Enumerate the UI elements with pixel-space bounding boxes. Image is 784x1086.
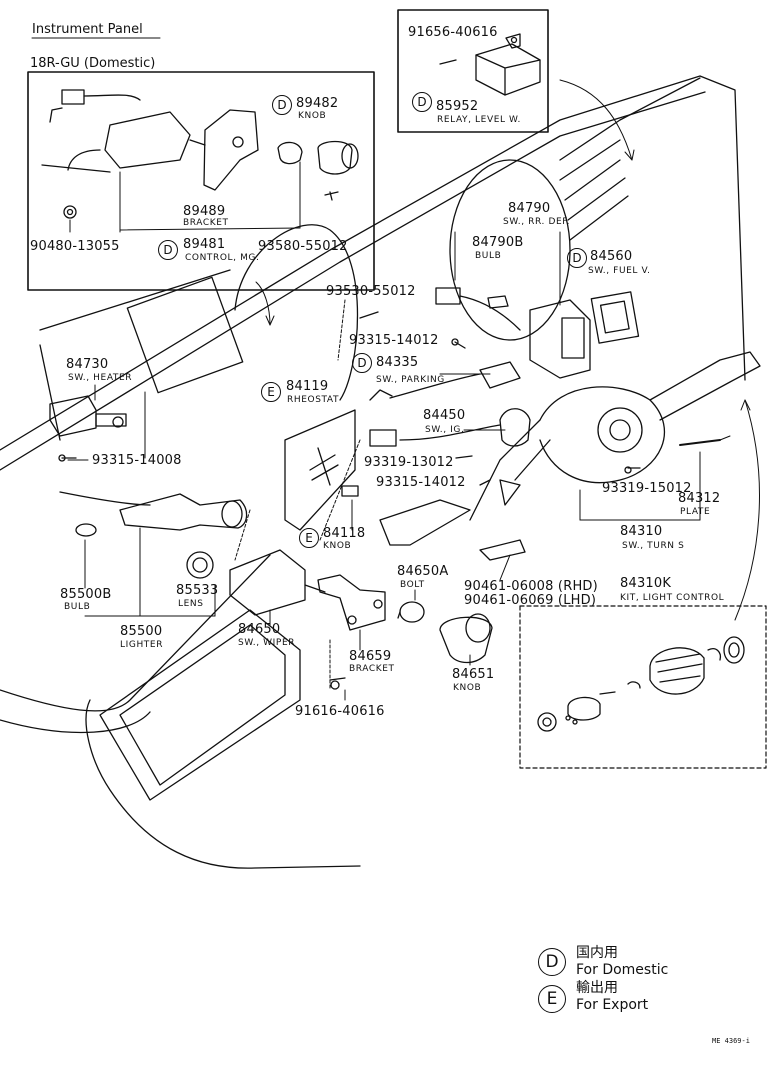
part-number: 84659 bbox=[349, 649, 392, 664]
part-number: 93319-13012 bbox=[364, 455, 454, 470]
part-number: 90461-06069 (LHD) bbox=[464, 593, 597, 608]
part-number: 93580-55012 bbox=[258, 239, 348, 254]
part-name: BULB bbox=[475, 251, 502, 261]
market-symbol: D bbox=[567, 248, 587, 268]
part-name: LIGHTER bbox=[120, 640, 164, 650]
kit-box-frame bbox=[519, 605, 767, 769]
inset-box-frame bbox=[27, 71, 375, 291]
part-number: 84335 bbox=[376, 355, 419, 370]
part-number: 85500B bbox=[60, 587, 112, 602]
rheostat-plate bbox=[284, 409, 356, 531]
part-number: 93319-15012 bbox=[602, 481, 692, 496]
part-number: 84312 bbox=[678, 491, 721, 506]
part-number: 93315-14012 bbox=[376, 475, 466, 490]
part-name: SW., IG. bbox=[425, 425, 465, 435]
part-number: 93315-14012 bbox=[349, 333, 439, 348]
part-name: SW., RR. DEF. bbox=[503, 217, 571, 227]
panel-outline bbox=[0, 75, 746, 451]
part-number: 91616-40616 bbox=[295, 704, 385, 719]
part-number: 85952 bbox=[436, 99, 479, 114]
part-number: 84450 bbox=[423, 408, 466, 423]
part-name: CONTROL, MG. bbox=[185, 253, 260, 263]
part-number: 84560 bbox=[590, 249, 633, 264]
variant-label: 18R-GU (Domestic) bbox=[30, 56, 156, 71]
part-number: 89482 bbox=[296, 96, 339, 111]
part-name: KIT, LIGHT CONTROL bbox=[620, 593, 725, 603]
market-symbol: E bbox=[261, 382, 281, 402]
diagram-title: Instrument Panel bbox=[32, 22, 143, 37]
market-symbol: D bbox=[412, 92, 432, 112]
part-name: BRACKET bbox=[183, 218, 229, 228]
legend-jp-export: 輸出用 bbox=[576, 980, 618, 996]
legend-symbol-domestic: D bbox=[538, 948, 566, 976]
part-number: 91656-40616 bbox=[408, 25, 498, 40]
part-number: 90461-06008 (RHD) bbox=[464, 579, 598, 594]
part-name: SW., HEATER bbox=[68, 373, 133, 383]
part-number: 85500 bbox=[120, 624, 163, 639]
part-number: 84651 bbox=[452, 667, 495, 682]
relay-box-frame bbox=[397, 9, 549, 133]
market-symbol: D bbox=[352, 353, 372, 373]
part-number: 84790B bbox=[472, 235, 524, 250]
market-symbol: D bbox=[158, 240, 178, 260]
part-name: KNOB bbox=[323, 541, 352, 551]
part-number: 84310K bbox=[620, 576, 672, 591]
part-name: LENS bbox=[178, 599, 204, 609]
part-number: 84119 bbox=[286, 379, 329, 394]
market-symbol: D bbox=[272, 95, 292, 115]
part-name: SW., TURN S bbox=[622, 541, 685, 551]
part-name: PLATE bbox=[680, 507, 711, 517]
part-number: 84730 bbox=[66, 357, 109, 372]
part-number: 89489 bbox=[183, 204, 226, 219]
part-number: 85533 bbox=[176, 583, 219, 598]
part-number: 93315-14008 bbox=[92, 453, 182, 468]
part-name: KNOB bbox=[453, 683, 482, 693]
part-number: 89481 bbox=[183, 237, 226, 252]
part-name: KNOB bbox=[298, 111, 327, 121]
part-number: 84790 bbox=[508, 201, 551, 216]
part-name: RHEOSTAT bbox=[287, 395, 340, 405]
legend-en-export: For Export bbox=[576, 997, 649, 1013]
part-name: SW., WIPER bbox=[238, 638, 296, 648]
part-name: BULB bbox=[64, 602, 91, 612]
part-number: 93530-55012 bbox=[326, 284, 416, 299]
market-symbol: E bbox=[299, 528, 319, 548]
part-name: SW., FUEL V. bbox=[588, 266, 651, 276]
part-number: 84310 bbox=[620, 524, 663, 539]
legend-en-domestic: For Domestic bbox=[576, 962, 669, 978]
part-name: BRACKET bbox=[349, 664, 395, 674]
part-name: SW., PARKING bbox=[376, 375, 445, 385]
part-name: BOLT bbox=[400, 580, 425, 590]
drawing-code: ME 4369-i bbox=[712, 1037, 750, 1045]
legend-symbol-export: E bbox=[538, 985, 566, 1013]
part-name: RELAY, LEVEL W. bbox=[437, 115, 521, 125]
part-number: 90480-13055 bbox=[30, 239, 120, 254]
part-number: 84650 bbox=[238, 622, 281, 637]
part-number: 84650A bbox=[397, 564, 449, 579]
legend-jp-domestic: 国内用 bbox=[576, 945, 618, 961]
part-number: 84118 bbox=[323, 526, 366, 541]
